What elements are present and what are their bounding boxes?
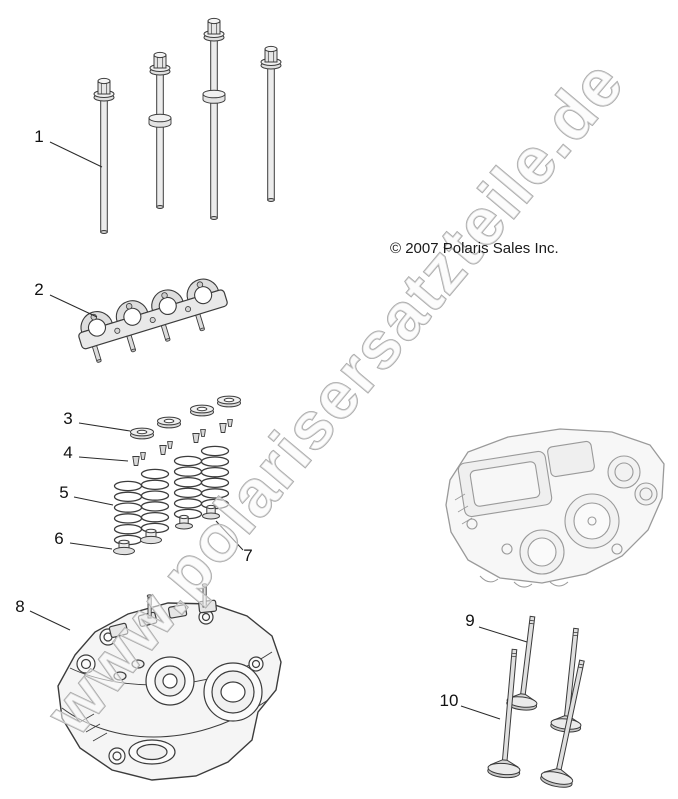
callout-5: 5 xyxy=(59,483,69,502)
head-bolt-2 xyxy=(148,51,172,209)
callout-3: 3 xyxy=(63,409,73,428)
copyright-text: © 2007 Polaris Sales Inc. xyxy=(390,240,559,257)
cylinder-head-top-view xyxy=(445,428,665,588)
callout-4: 4 xyxy=(63,443,73,462)
watermark: www.polarisersatzteile.de xyxy=(31,45,638,748)
callout-7: 7 xyxy=(243,546,253,565)
valve xyxy=(487,648,521,779)
callout-2: 2 xyxy=(34,280,44,299)
callout-1: 1 xyxy=(34,127,44,146)
valve xyxy=(506,615,538,711)
callout-6: 6 xyxy=(54,529,64,548)
spring-seats xyxy=(113,528,162,556)
cylinder-head-front-view xyxy=(57,583,282,781)
valves-item-10 xyxy=(487,648,585,788)
head-bolt-3 xyxy=(202,17,226,220)
callout-8: 8 xyxy=(15,597,25,616)
spring-retainer-washers xyxy=(130,395,241,440)
valve-keepers xyxy=(132,419,233,466)
head-bolt-4 xyxy=(260,45,282,202)
valve-stem-seals xyxy=(175,504,220,530)
valve-springs xyxy=(113,445,230,546)
valve xyxy=(540,659,585,788)
callout-9: 9 xyxy=(465,611,475,630)
callout-10: 10 xyxy=(439,691,459,710)
head-bolt-1 xyxy=(93,77,115,234)
rocker-cam-carrier xyxy=(78,278,228,363)
callout-leader-lines xyxy=(29,141,528,720)
